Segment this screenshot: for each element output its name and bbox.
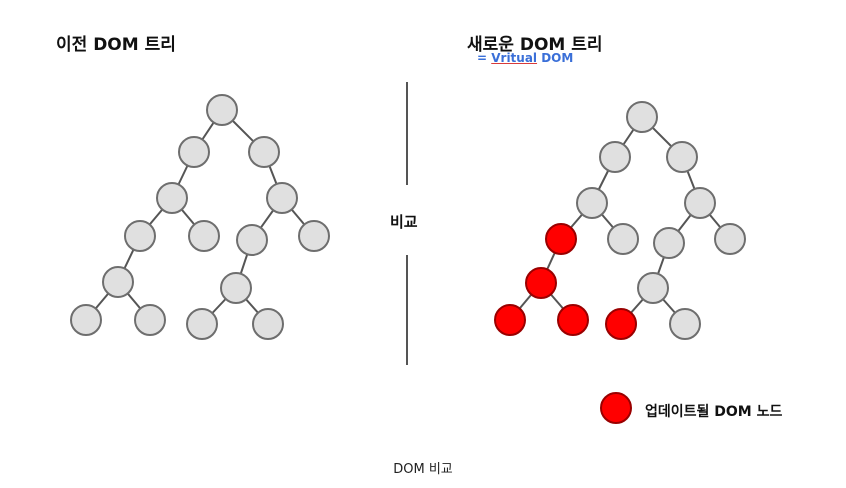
new-dom-tree [494,101,746,340]
old-tree-node [220,272,252,304]
new-tree-node [599,141,631,173]
new-tree-updated-node [557,304,589,336]
old-tree-node [70,304,102,336]
old-tree-node [206,94,238,126]
old-dom-tree-title: 이전 DOM 트리 [56,35,176,55]
old-tree-node [178,136,210,168]
old-tree-node [298,220,330,252]
old-tree-node [186,308,218,340]
old-tree-node [102,266,134,298]
new-tree-node [669,308,701,340]
old-dom-tree [70,94,330,340]
new-tree-node [653,227,685,259]
old-tree-node [252,308,284,340]
new-tree-updated-node [605,308,637,340]
new-tree-updated-node [494,304,526,336]
new-tree-node [714,223,746,255]
virtual-prefix: = [477,51,492,65]
old-tree-node [188,220,220,252]
virtual-word: Vritual [491,51,538,65]
new-tree-node [626,101,658,133]
new-tree-node [637,272,669,304]
old-tree-node [134,304,166,336]
new-tree-node [576,187,608,219]
new-dom-tree-title: 새로운 DOM 트리 [467,35,603,55]
new-tree-node [607,223,639,255]
figure-caption: DOM 비교 [393,462,453,477]
virtual-dom-label: = Vritual DOM [477,51,573,65]
old-tree-node [266,182,298,214]
old-tree-node [248,136,280,168]
old-tree-node [236,224,268,256]
new-tree-updated-node [545,223,577,255]
legend-updated-node-icon [600,392,632,424]
compare-label: 비교 [390,213,418,231]
new-tree-node [684,187,716,219]
old-tree-node [124,220,156,252]
new-tree-updated-node [525,267,557,299]
new-tree-node [666,141,698,173]
old-tree-node [156,182,188,214]
legend-label: 업데이트될 DOM 노드 [645,404,783,420]
virtual-suffix: DOM [537,51,574,65]
